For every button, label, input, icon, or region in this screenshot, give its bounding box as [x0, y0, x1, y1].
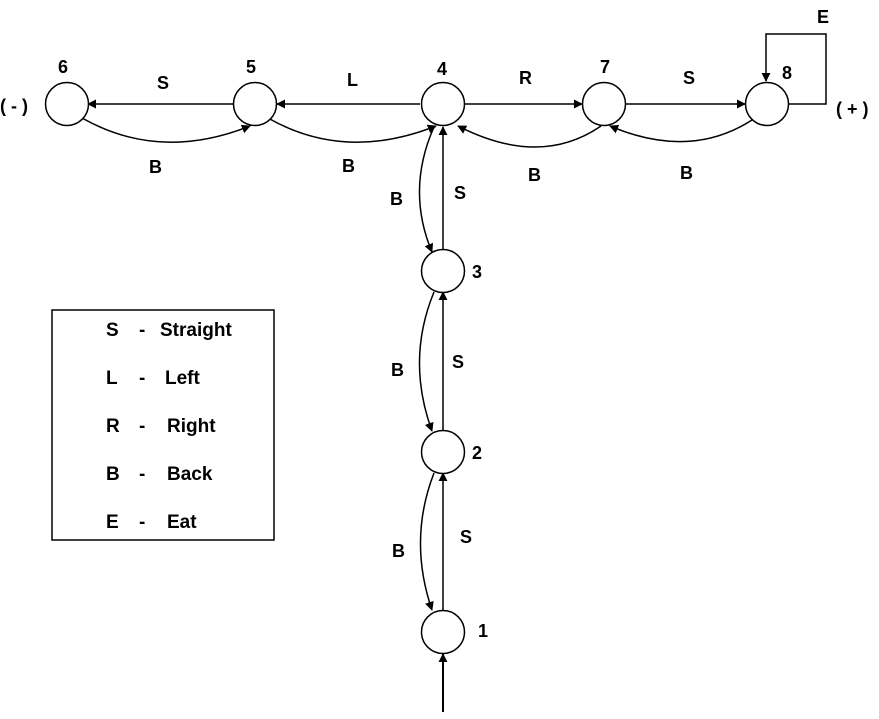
legend-row: L - Left [106, 368, 201, 389]
edge-label-7-4: B [528, 165, 541, 185]
edge-label-6-5: B [149, 157, 162, 177]
legend-sep: - [139, 416, 145, 437]
state-node-8 [744, 81, 790, 127]
state-label-5: 5 [246, 57, 256, 77]
state-node-6 [44, 81, 90, 127]
legend-key: L [106, 368, 118, 389]
legend-sep: - [139, 368, 145, 389]
edge-label-8-8: E [817, 7, 829, 27]
state-node-3 [420, 248, 466, 294]
edge-label-8-7: B [680, 163, 693, 183]
edge-label-3-4: S [454, 183, 466, 203]
edge-label-4-5: L [347, 70, 358, 90]
legend-row: S - Straight [106, 320, 232, 341]
edge-2-1 [419, 472, 435, 611]
legend-meaning: Straight [160, 320, 232, 341]
legend-sep: - [139, 464, 145, 485]
legend-key: S [106, 320, 119, 341]
edge-label-5-4: B [342, 156, 355, 176]
state-label-6: 6 [58, 57, 68, 77]
edge-label-5-6: S [157, 73, 169, 93]
edge-label-4-7: R [519, 68, 532, 88]
state-label-2: 2 [472, 443, 482, 463]
legend-sep: - [139, 320, 145, 341]
state-label-7: 7 [600, 57, 610, 77]
edge-label-1-2: S [460, 527, 472, 547]
edge-label-2-1: B [392, 541, 405, 561]
state-node-7 [581, 81, 627, 127]
edge-8-7 [609, 119, 753, 143]
legend-key: R [106, 416, 120, 437]
state-label-3: 3 [472, 262, 482, 282]
legend-row: R - Right [106, 416, 216, 437]
edge-label-2-3: S [452, 352, 464, 372]
legend-key: E [106, 512, 119, 533]
legend-meaning: Eat [167, 512, 197, 533]
legend-row: E - Eat [106, 512, 197, 533]
terminal-negative: ( - ) [0, 96, 28, 116]
legend-sep: - [139, 512, 145, 533]
legend-meaning: Left [165, 368, 201, 389]
state-label-1: 1 [478, 621, 488, 641]
legend-key: B [106, 464, 120, 485]
edge-3-2 [418, 291, 435, 432]
edge-label-4-3: B [390, 189, 403, 209]
state-node-2 [420, 429, 466, 475]
edge-5-4 [267, 117, 437, 143]
state-label-4: 4 [437, 59, 447, 79]
edge-8-8 [761, 33, 827, 105]
edge-4-3 [418, 126, 435, 253]
state-node-4 [420, 81, 466, 127]
state-node-5 [232, 81, 278, 127]
edge-7-4 [457, 125, 602, 148]
edge-label-7-8: S [683, 68, 695, 88]
legend-meaning: Back [167, 464, 213, 485]
terminal-positive: ( + ) [836, 99, 869, 119]
state-label-8: 8 [782, 63, 792, 83]
legend-row: B - Back [106, 464, 213, 485]
legend-box [51, 309, 275, 541]
edge-6-5 [81, 117, 251, 143]
state-node-1 [420, 609, 466, 655]
legend-meaning: Right [167, 416, 216, 437]
edge-label-3-2: B [391, 360, 404, 380]
